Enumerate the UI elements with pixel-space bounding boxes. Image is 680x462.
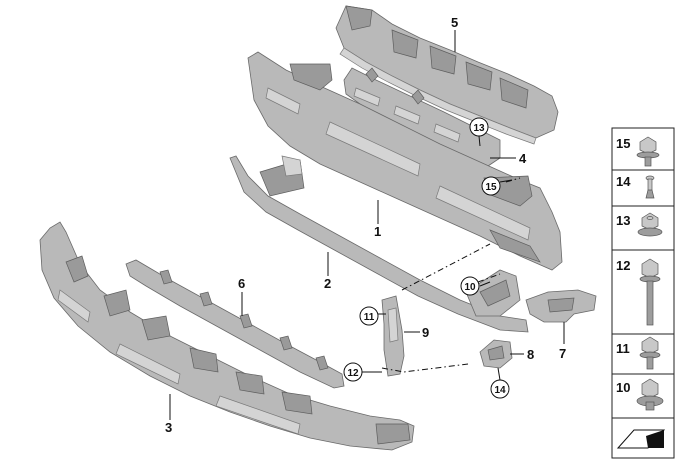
fastener-row-14: 14	[616, 174, 655, 199]
fastener-label-12: 12	[616, 258, 630, 273]
svg-text:15: 15	[485, 182, 497, 193]
fastener-row-13: 13	[616, 212, 663, 237]
fastener-label-10: 10	[616, 380, 630, 395]
fastener-sheet: 15 14 13 12	[611, 127, 675, 459]
fastener-row-12: 12	[616, 258, 661, 326]
callout-1: 1	[374, 224, 381, 239]
callout-3: 3	[165, 420, 172, 435]
leader-14	[497, 367, 501, 381]
fastener-row-10: 10	[616, 378, 664, 411]
callout-6: 6	[238, 276, 245, 291]
svg-text:13: 13	[473, 123, 485, 134]
part-9-vertical-bracket[interactable]	[381, 295, 405, 377]
part-1-bumper-carrier[interactable]	[247, 51, 563, 271]
fastener-label-11: 11	[616, 341, 630, 356]
callout-14-circle: 14	[490, 379, 510, 399]
callout-8: 8	[527, 347, 534, 362]
callout-10-circle: 10	[460, 276, 480, 296]
fastener-label-14: 14	[616, 174, 631, 189]
leader-13	[478, 135, 481, 147]
assembly-line-4	[505, 177, 521, 183]
sheet-symbol-icon	[616, 429, 666, 449]
bracket-right-lower[interactable]	[465, 269, 521, 317]
assembly-line-3	[477, 273, 501, 283]
callout-9: 9	[422, 325, 429, 340]
part-3-lower-absorber[interactable]	[39, 221, 415, 451]
svg-text:10: 10	[464, 282, 476, 293]
part-6-trim-strip[interactable]	[125, 259, 345, 389]
svg-text:12: 12	[347, 368, 359, 379]
collar-nut-icon	[636, 378, 664, 411]
part-5-absorber[interactable]	[335, 5, 559, 145]
callout-7: 7	[559, 346, 566, 361]
leader-15	[499, 179, 513, 183]
flange-bolt-icon	[636, 136, 660, 167]
part-2-cross-bar[interactable]	[229, 155, 529, 333]
callout-5: 5	[451, 15, 458, 30]
svg-text:14: 14	[494, 385, 506, 396]
callout-11-circle: 11	[359, 306, 379, 326]
fastener-row-11: 11	[616, 336, 661, 370]
callout-15-circle: 15	[481, 176, 501, 196]
callout-4: 4	[519, 151, 527, 166]
flange-nut-icon	[637, 212, 663, 237]
callout-2: 2	[324, 276, 331, 291]
fastener-row-15: 15	[616, 136, 660, 167]
leader-10	[479, 281, 491, 287]
fastener-label-15: 15	[616, 136, 630, 151]
part-4-bracket-rail[interactable]	[343, 67, 501, 167]
assembly-line-1	[401, 243, 491, 291]
part-8-clip[interactable]	[479, 339, 513, 369]
fastener-label-13: 13	[616, 213, 630, 228]
callout-12-circle: 12	[343, 362, 363, 382]
expansion-rivet-icon	[645, 175, 655, 199]
long-bolt-icon	[639, 258, 661, 326]
callout-13-circle: 13	[469, 117, 489, 137]
svg-text:11: 11	[364, 312, 375, 323]
hex-bolt-icon	[639, 336, 661, 370]
part-7-side-bracket[interactable]	[525, 289, 597, 323]
